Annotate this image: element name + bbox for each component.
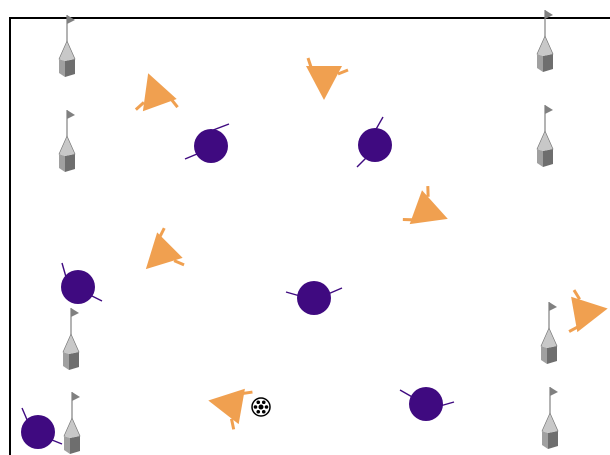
orange-player-icon	[306, 58, 348, 100]
purple-player-icon	[61, 263, 102, 304]
pylon-icon	[59, 110, 75, 172]
orange-player-icon	[204, 383, 253, 432]
purple-player-icon	[21, 408, 62, 449]
purple-player-icon	[357, 117, 392, 167]
field-border	[10, 18, 610, 455]
pylon-icon	[64, 392, 80, 454]
pylon-icon	[537, 10, 553, 72]
pylon-icon	[537, 105, 553, 167]
purple-player-icon	[400, 387, 454, 421]
pylons	[59, 10, 558, 454]
orange-player-icon	[126, 67, 180, 121]
orange-team	[126, 58, 610, 431]
orange-player-icon	[562, 285, 610, 334]
pylon-icon	[541, 302, 557, 364]
orange-player-icon	[402, 182, 456, 236]
purple-player-icon	[185, 124, 229, 163]
orange-player-icon	[133, 227, 192, 286]
soccer-ball-icon	[252, 398, 270, 416]
purple-player-icon	[286, 281, 342, 315]
ball-group	[252, 398, 270, 416]
pylon-icon	[59, 15, 75, 77]
pylon-icon	[542, 387, 558, 449]
pylon-icon	[63, 308, 79, 370]
